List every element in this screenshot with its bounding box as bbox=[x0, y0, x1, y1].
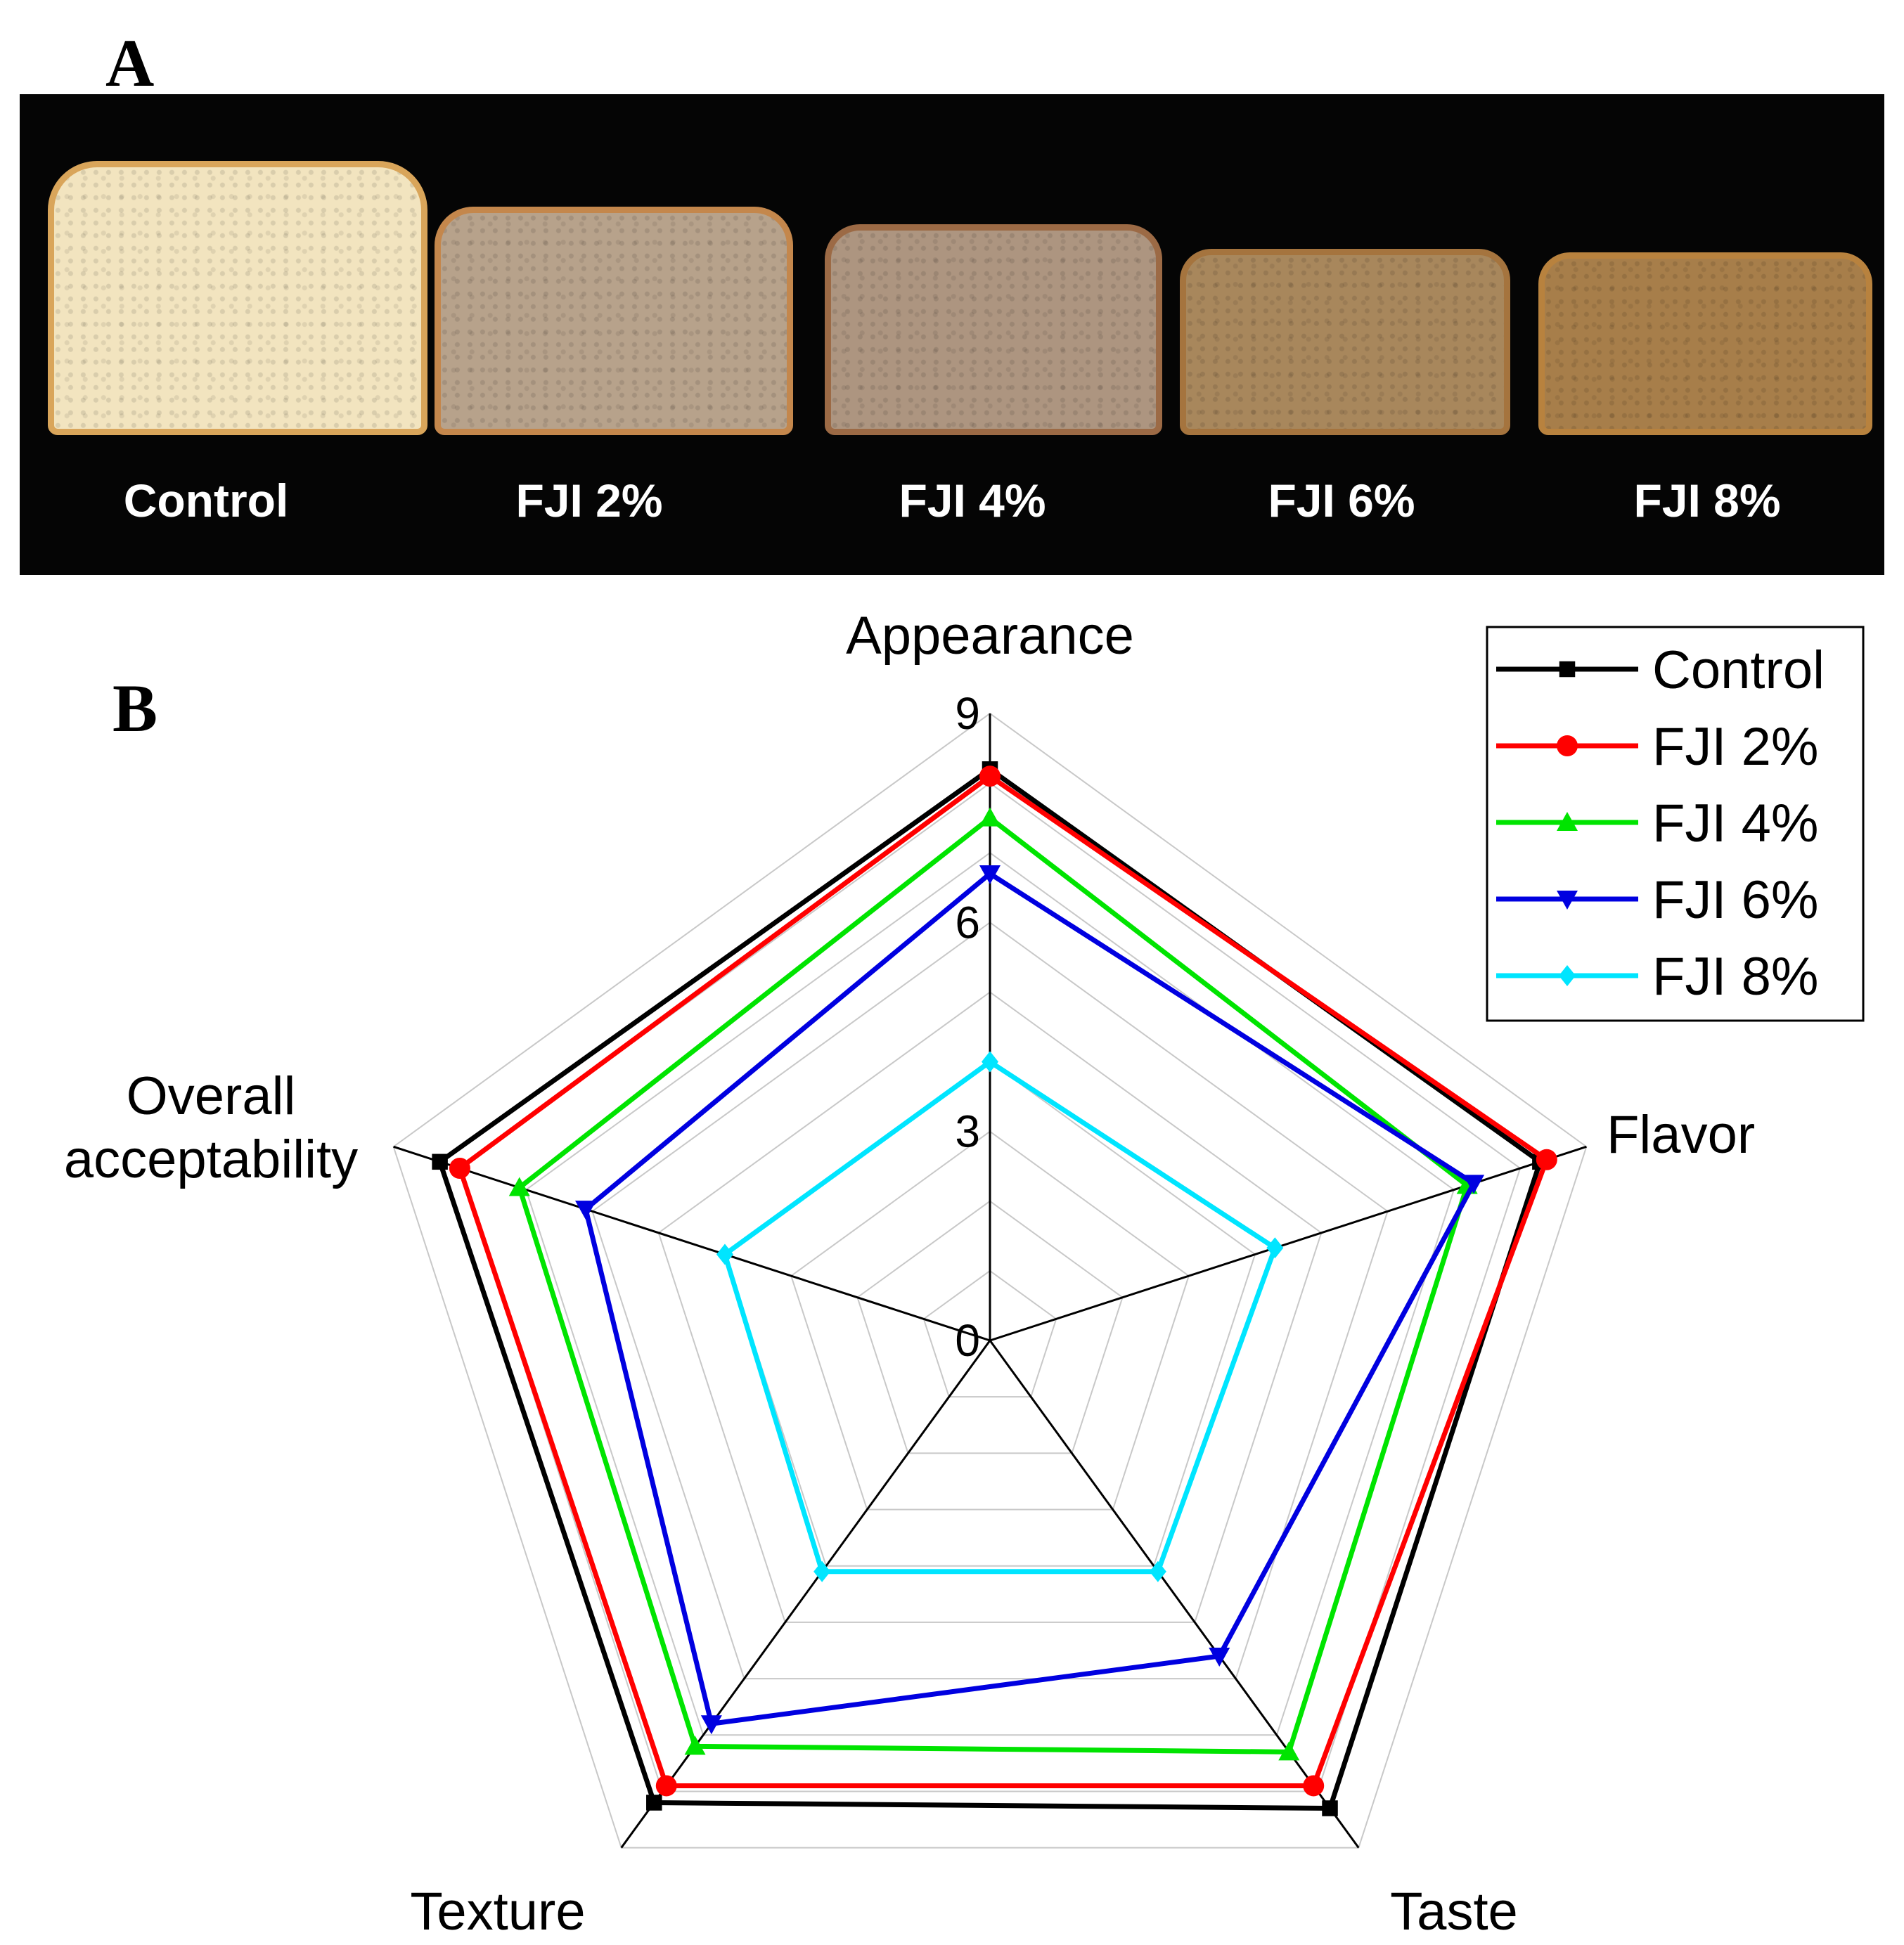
series-fji-4- bbox=[508, 807, 1478, 1761]
grid-ring bbox=[856, 1200, 1124, 1454]
legend-entry: FJI 8% bbox=[1496, 947, 1819, 1007]
sample-label: FJI 4% bbox=[899, 474, 1046, 526]
axis-label-line: Texture bbox=[410, 1882, 585, 1941]
grid-ring bbox=[525, 851, 1455, 1736]
grid-ring bbox=[657, 991, 1323, 1623]
sample-label: FJI 6% bbox=[1268, 474, 1415, 526]
axis-label: Taste bbox=[1390, 1882, 1518, 1941]
data-point bbox=[646, 1795, 662, 1811]
series-fji-6- bbox=[575, 865, 1485, 1735]
axis-label: Texture bbox=[410, 1882, 585, 1941]
sample-label: FJI 2% bbox=[515, 474, 663, 526]
radar-axes: 0 3 6 9 bbox=[393, 688, 1587, 1849]
data-point bbox=[1557, 812, 1578, 831]
data-point bbox=[1266, 1237, 1284, 1259]
axis-label-line: Flavor bbox=[1607, 1105, 1755, 1165]
series-line bbox=[516, 815, 1470, 1755]
legend-label: Control bbox=[1652, 640, 1825, 700]
series-fji-8- bbox=[716, 1051, 1284, 1582]
axis-label-line: Appearance bbox=[846, 606, 1134, 666]
legend-entry: FJI 6% bbox=[1496, 870, 1819, 930]
legend-label: FJI 6% bbox=[1652, 870, 1819, 930]
radar-spoke bbox=[989, 1145, 1587, 1342]
data-point bbox=[575, 1201, 597, 1220]
data-point bbox=[1559, 661, 1576, 678]
axis-label-line: acceptability bbox=[64, 1130, 358, 1189]
data-point bbox=[979, 807, 1001, 827]
data-point bbox=[1322, 1800, 1338, 1816]
panel-b-label: B bbox=[112, 671, 157, 746]
data-point bbox=[1463, 1175, 1485, 1194]
tick-label: 6 bbox=[955, 897, 980, 948]
legend-entry: FJI 2% bbox=[1496, 717, 1819, 777]
axis-label-line: Overall bbox=[127, 1066, 296, 1126]
panel-a-label: A bbox=[105, 25, 155, 101]
tick-label: 9 bbox=[955, 688, 980, 739]
axis-label: Flavor bbox=[1607, 1105, 1755, 1165]
sample-label: Control bbox=[123, 474, 289, 526]
bread-slice bbox=[435, 207, 793, 435]
grid-ring bbox=[591, 922, 1389, 1680]
data-point bbox=[982, 1051, 998, 1073]
data-point bbox=[449, 1157, 470, 1179]
series-line bbox=[456, 773, 1550, 1788]
bread-slice bbox=[1180, 249, 1510, 435]
data-point bbox=[700, 1715, 722, 1735]
legend-label: FJI 2% bbox=[1652, 717, 1819, 777]
grid-ring bbox=[790, 1130, 1190, 1511]
data-point bbox=[1278, 1741, 1300, 1761]
legend-entry: Control bbox=[1496, 640, 1825, 700]
radar-spoke bbox=[989, 1340, 1360, 1849]
data-point bbox=[1559, 965, 1576, 986]
legend-label: FJI 4% bbox=[1652, 794, 1819, 853]
tick-label: 3 bbox=[955, 1106, 980, 1157]
bread-photo-panel: Control FJI 2% FJI 4% FJI 6% FJI 8% bbox=[20, 94, 1884, 575]
tick-label: 0 bbox=[955, 1315, 980, 1366]
data-point bbox=[979, 865, 1001, 884]
series-line bbox=[583, 870, 1477, 1727]
data-point bbox=[1149, 1560, 1166, 1582]
data-point bbox=[1303, 1775, 1325, 1797]
radar-series bbox=[432, 761, 1557, 1816]
grid-ring bbox=[392, 712, 1588, 1849]
sample-label: FJI 8% bbox=[1633, 474, 1781, 526]
legend-entry: FJI 4% bbox=[1496, 794, 1819, 853]
data-point bbox=[432, 1154, 448, 1170]
data-point bbox=[1557, 891, 1578, 910]
data-point bbox=[716, 1243, 733, 1265]
legend-label: FJI 8% bbox=[1652, 947, 1819, 1007]
bread-slice bbox=[48, 161, 427, 435]
data-point bbox=[508, 1177, 530, 1196]
data-point bbox=[684, 1736, 706, 1755]
series-line bbox=[721, 1059, 1278, 1575]
bread-slice bbox=[1538, 252, 1872, 435]
radar-spoke bbox=[393, 1145, 991, 1342]
data-point bbox=[979, 765, 1001, 787]
axis-label: Appearance bbox=[846, 606, 1134, 666]
data-point bbox=[1557, 735, 1578, 756]
data-point bbox=[1536, 1149, 1557, 1170]
bread-slice bbox=[825, 224, 1162, 435]
radar-spoke bbox=[620, 1340, 991, 1849]
series-line bbox=[437, 765, 1543, 1811]
grid-ring bbox=[922, 1269, 1057, 1398]
axis-label-line: Taste bbox=[1390, 1882, 1518, 1941]
data-point bbox=[813, 1560, 831, 1582]
data-point bbox=[1209, 1648, 1230, 1667]
data-point bbox=[655, 1775, 677, 1797]
series-fji-2- bbox=[449, 765, 1557, 1797]
